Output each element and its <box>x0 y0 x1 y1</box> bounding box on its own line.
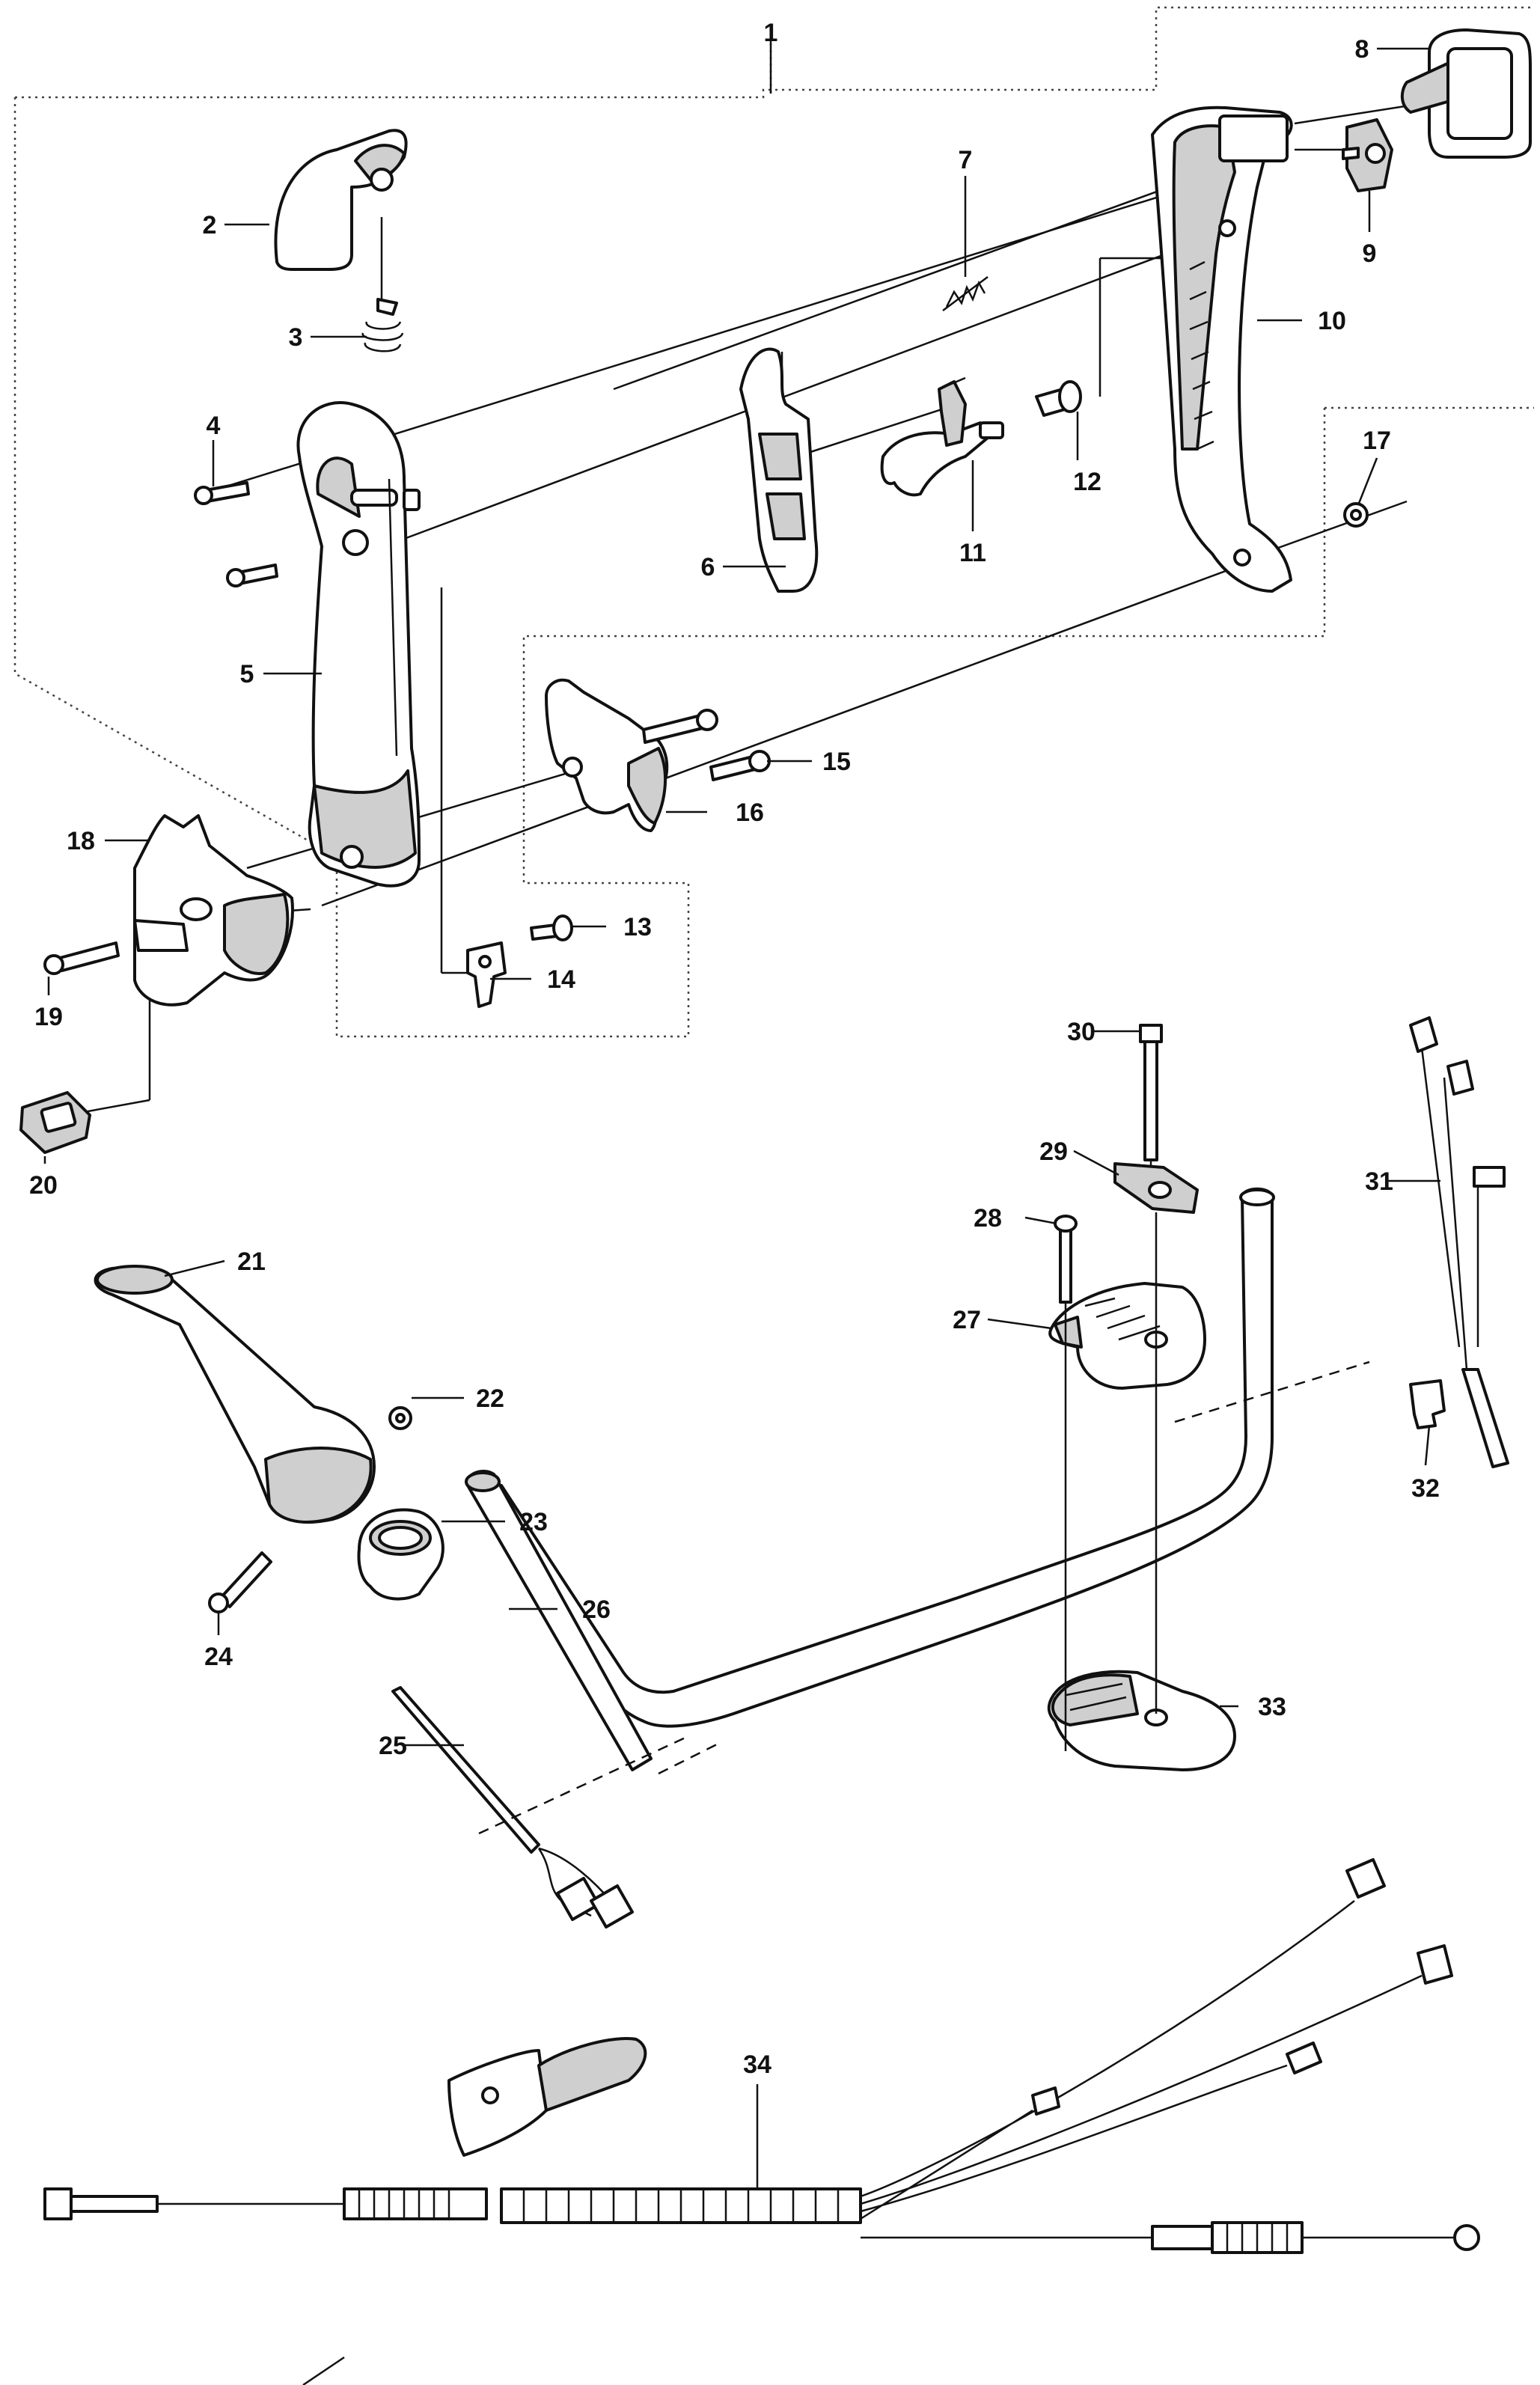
part-8-cover <box>1400 28 1532 159</box>
callout-3: 3 <box>289 323 303 352</box>
part-3-spring <box>361 298 404 352</box>
part-5-handle-left <box>296 401 421 888</box>
part-10-handle-right <box>1151 106 1293 593</box>
part-18-lower-shell <box>133 814 294 1007</box>
callout-28: 28 <box>974 1204 1002 1233</box>
callout-23: 23 <box>519 1508 548 1536</box>
callout-26: 26 <box>582 1595 611 1624</box>
callout-leaders <box>43 37 1440 2189</box>
part-11-throttle-lock <box>880 376 1004 497</box>
callout-32: 32 <box>1411 1474 1440 1503</box>
callout-12: 12 <box>1073 468 1101 496</box>
callout-15: 15 <box>822 748 851 776</box>
part-32-clip <box>1409 1379 1446 1429</box>
part-16-bracket <box>545 678 718 832</box>
part-7-spring <box>942 276 989 311</box>
callout-30: 30 <box>1067 1018 1096 1046</box>
assembly-group-1-frame <box>13 6 1534 1038</box>
callout-2: 2 <box>203 211 217 239</box>
callout-19: 19 <box>34 1003 63 1031</box>
callout-24: 24 <box>204 1643 233 1671</box>
part-33-bar-mount-bottom <box>1047 1670 1236 1771</box>
callout-8: 8 <box>1355 35 1369 64</box>
callout-17: 17 <box>1363 427 1391 455</box>
callout-22: 22 <box>476 1384 504 1413</box>
callout-7: 7 <box>959 146 973 174</box>
part-31-harness <box>1409 1016 1509 1468</box>
part-17-nut <box>1343 502 1369 528</box>
part-14-clip <box>466 941 507 1008</box>
callout-20: 20 <box>29 1171 58 1200</box>
bar-mount-axis-lines <box>478 1160 1370 1835</box>
part-15-screw <box>709 750 771 781</box>
part-12-pin <box>1035 380 1082 417</box>
callout-29: 29 <box>1039 1137 1068 1166</box>
callout-33: 33 <box>1258 1693 1286 1721</box>
callout-16: 16 <box>736 798 764 827</box>
callout-5: 5 <box>240 660 254 688</box>
callout-27: 27 <box>953 1306 981 1334</box>
part-19-screw <box>43 941 120 975</box>
part-9-switch <box>1342 118 1393 192</box>
callout-9: 9 <box>1363 239 1377 268</box>
part-30-bolt <box>1139 1024 1163 1161</box>
callout-25: 25 <box>379 1732 407 1760</box>
callout-13: 13 <box>623 913 652 941</box>
part-22-nut <box>388 1406 412 1430</box>
callout-14: 14 <box>547 965 575 994</box>
handlebar-tube <box>477 1187 1275 1728</box>
callout-labels: 1 2 3 4 5 6 7 8 9 10 11 12 13 14 15 16 1… <box>29 19 1440 2079</box>
part-25-wire <box>391 1686 634 1929</box>
callout-11: 11 <box>959 539 986 567</box>
callout-18: 18 <box>67 827 95 855</box>
part-28-screw <box>1054 1215 1078 1304</box>
part-21-grip <box>94 1265 376 1524</box>
callout-4: 4 <box>207 412 221 440</box>
part-4-screws <box>194 481 278 587</box>
part-24-screw <box>208 1551 272 1613</box>
part-2-hood <box>274 129 408 271</box>
part-20-switch <box>19 1091 91 1154</box>
part-26-tube-end <box>465 1470 653 1771</box>
part-6-throttle-trigger <box>739 347 819 593</box>
part-13-screw <box>530 914 573 941</box>
part-29-nut-plate <box>1113 1162 1199 1214</box>
callout-10: 10 <box>1318 307 1346 335</box>
part-27-bar-mount-top <box>1048 1282 1206 1390</box>
callout-21: 21 <box>237 1248 266 1276</box>
callout-34: 34 <box>743 2050 771 2079</box>
part-23-clamp <box>357 1508 444 1601</box>
callout-31: 31 <box>1365 1167 1393 1196</box>
callout-6: 6 <box>701 553 715 581</box>
part-34-cable-harness <box>43 1858 1480 2385</box>
callout-1: 1 <box>764 19 778 47</box>
